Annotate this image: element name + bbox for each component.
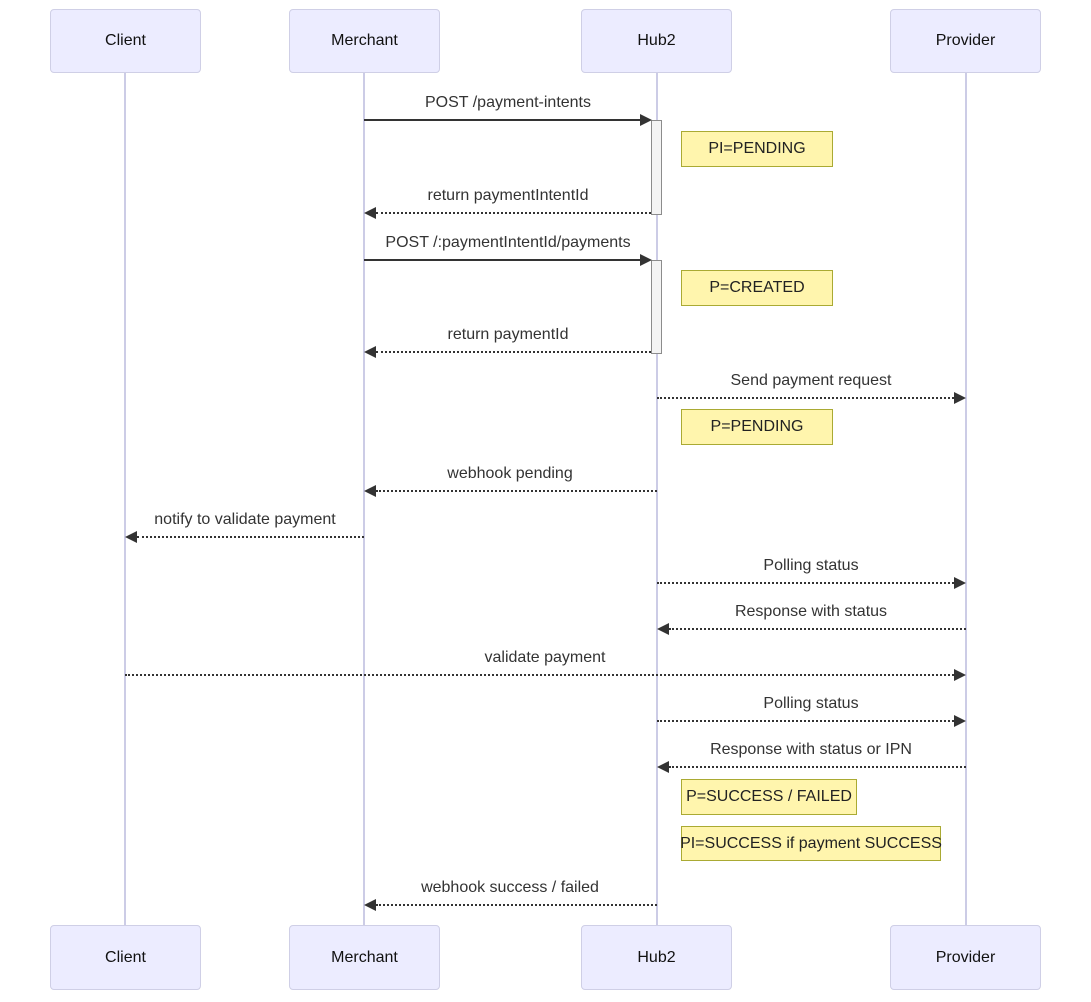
- message-label: webhook success / failed: [421, 879, 599, 896]
- message-label: POST /:paymentIntentId/payments: [385, 234, 631, 251]
- message-line: [376, 351, 651, 353]
- message-line: [657, 582, 954, 584]
- actor-label: Client: [105, 32, 146, 49]
- note-label: PI=SUCCESS if payment SUCCESS: [680, 834, 942, 852]
- note-p-created: P=CREATED: [681, 270, 833, 306]
- actor-client-bottom: Client: [50, 925, 201, 990]
- message-label: Response with status or IPN: [710, 741, 912, 758]
- actor-provider-bottom: Provider: [890, 925, 1041, 990]
- actor-label: Hub2: [637, 32, 676, 49]
- actor-merchant-top: Merchant: [289, 9, 440, 73]
- message-line: [364, 259, 640, 261]
- message-label: return paymentId: [447, 326, 569, 343]
- arrowhead-left-icon: [657, 623, 669, 635]
- message-line: [657, 397, 954, 399]
- note-pi-pending: PI=PENDING: [681, 131, 833, 167]
- message-label: validate payment: [484, 649, 606, 666]
- note-label: P=CREATED: [709, 279, 805, 296]
- actor-label: Hub2: [637, 948, 676, 966]
- actor-label: Client: [105, 948, 146, 966]
- note-p-success-failed: P=SUCCESS / FAILED: [681, 779, 857, 815]
- activation-bar: [651, 120, 662, 215]
- arrowhead-left-icon: [364, 485, 376, 497]
- activation-bar: [651, 260, 662, 354]
- arrowhead-left-icon: [125, 531, 137, 543]
- message-line: [364, 119, 640, 121]
- arrowhead-right-icon: [954, 577, 966, 589]
- arrowhead-right-icon: [640, 114, 652, 126]
- message-label: Response with status: [734, 603, 888, 620]
- actor-provider-top: Provider: [890, 9, 1041, 73]
- arrowhead-left-icon: [364, 207, 376, 219]
- message-line: [657, 720, 954, 722]
- arrowhead-right-icon: [954, 669, 966, 681]
- arrowhead-right-icon: [954, 715, 966, 727]
- message-label: POST /payment-intents: [425, 94, 591, 111]
- lifeline-hub2: [656, 73, 658, 925]
- note-label: P=PENDING: [710, 418, 804, 435]
- arrowhead-left-icon: [364, 899, 376, 911]
- actor-label: Provider: [935, 948, 996, 966]
- message-label: notify to validate payment: [154, 511, 336, 528]
- message-label: return paymentIntentId: [427, 187, 589, 204]
- note-p-pending: P=PENDING: [681, 409, 833, 445]
- lifeline-provider: [965, 73, 967, 925]
- message-line: [376, 904, 657, 906]
- note-label: P=SUCCESS / FAILED: [686, 788, 852, 805]
- lifeline-client: [124, 73, 126, 925]
- message-label: Send payment request: [730, 372, 892, 389]
- message-label: webhook pending: [447, 465, 573, 482]
- note-pi-success: PI=SUCCESS if payment SUCCESS: [680, 826, 942, 861]
- lifeline-merchant: [363, 73, 365, 925]
- arrowhead-left-icon: [657, 761, 669, 773]
- message-line: [376, 490, 657, 492]
- message-line: [376, 212, 651, 214]
- actor-merchant-bottom: Merchant: [289, 925, 440, 990]
- actor-label: Merchant: [331, 32, 398, 49]
- actor-label: Provider: [935, 32, 996, 49]
- note-label: PI=PENDING: [708, 140, 806, 157]
- actor-label: Merchant: [331, 948, 398, 966]
- message-label: Polling status: [763, 695, 859, 712]
- message-line: [669, 766, 966, 768]
- arrowhead-right-icon: [954, 392, 966, 404]
- message-line: [137, 536, 364, 538]
- message-label: Polling status: [763, 557, 859, 574]
- arrowhead-left-icon: [364, 346, 376, 358]
- actor-client-top: Client: [50, 9, 201, 73]
- actor-hub2-bottom: Hub2: [581, 925, 732, 990]
- message-line: [669, 628, 966, 630]
- arrowhead-right-icon: [640, 254, 652, 266]
- message-line: [125, 674, 954, 676]
- actor-hub2-top: Hub2: [581, 9, 732, 73]
